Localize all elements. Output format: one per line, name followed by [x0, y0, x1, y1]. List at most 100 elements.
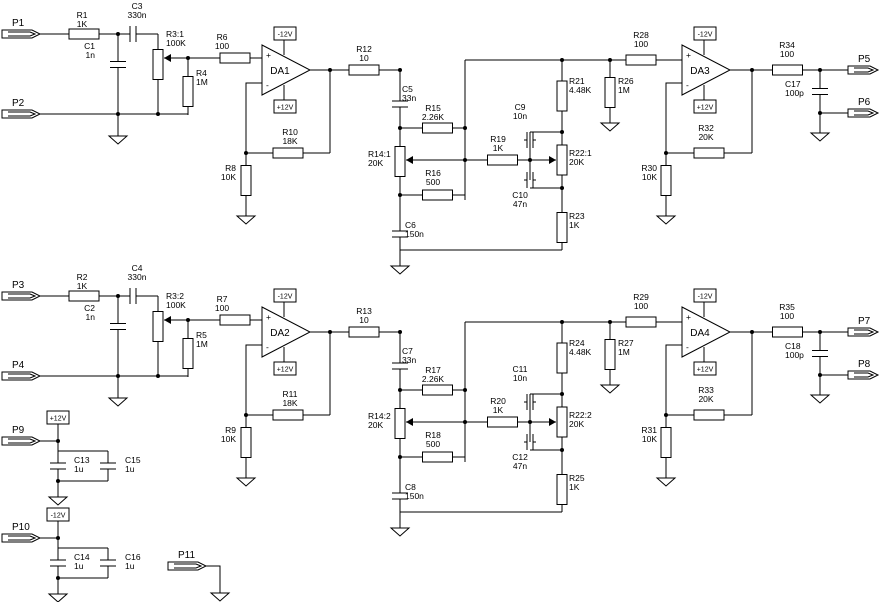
- component-label: 10K: [642, 434, 657, 444]
- component-label: 20K: [569, 419, 584, 429]
- resistor-body: [660, 165, 672, 196]
- ground-triangle: [809, 394, 831, 404]
- wire: [665, 344, 682, 415]
- component-label: 20K: [569, 157, 584, 167]
- supply-box: +12V: [693, 99, 717, 114]
- ground-triangle: [389, 265, 411, 275]
- pot-body: [394, 408, 406, 439]
- component-label: 10: [359, 53, 369, 63]
- component-label: 20K: [698, 132, 713, 142]
- component-label: 47n: [513, 199, 527, 209]
- component-label: 2.26K: [422, 374, 445, 384]
- port-arrow-inner: [8, 373, 37, 379]
- component-label: C13: [74, 455, 90, 465]
- junction-dot: [156, 112, 160, 116]
- opamp-triangle: [261, 44, 312, 96]
- junction-dot: [156, 374, 160, 378]
- supply-rect: [693, 361, 717, 376]
- component-label: R24: [569, 338, 585, 348]
- capacitor-null: [524, 132, 536, 148]
- ground-symbol: [47, 586, 69, 602]
- resistor-body: [772, 64, 803, 76]
- supply-box: -12V: [273, 26, 297, 41]
- ground-symbol: [107, 128, 129, 145]
- capacitor-null: [524, 434, 536, 450]
- component-label: 20K: [368, 420, 383, 430]
- junction-dot: [560, 58, 564, 62]
- component-label: 100: [215, 41, 229, 51]
- component-label: 1K: [77, 19, 88, 29]
- pot-body: [152, 311, 164, 342]
- resistor-body: [348, 326, 380, 338]
- component-label: R3:2: [166, 291, 184, 301]
- supply-rect: [46, 507, 70, 522]
- ground-symbol: [209, 585, 231, 602]
- port-p1: P1: [1, 18, 42, 39]
- port-p5: P5: [847, 54, 880, 75]
- opamp-plus-sign: +: [686, 312, 691, 322]
- component-label: R29: [633, 292, 649, 302]
- component-label: R20: [490, 396, 506, 406]
- opamp-da1: +-DA1: [261, 40, 312, 100]
- wire: [245, 344, 262, 415]
- port-arrow-inner: [8, 535, 37, 541]
- component-label: R12: [356, 44, 372, 54]
- ground-triangle: [599, 384, 621, 394]
- junction-dot: [116, 374, 120, 378]
- component-label: C7: [402, 346, 413, 356]
- component-label: C6: [405, 220, 416, 230]
- supply-rect: [693, 99, 717, 114]
- component-label: 100: [634, 301, 648, 311]
- supply-box: -12V: [693, 26, 717, 41]
- opamp-label: DA4: [690, 328, 710, 339]
- component-label: C8: [405, 482, 416, 492]
- port-arrow-inner: [8, 31, 37, 37]
- component-label: 330n: [128, 272, 147, 282]
- resistor-body: [348, 64, 380, 76]
- supply-label: -12V: [698, 294, 713, 301]
- component-label: C5: [402, 84, 413, 94]
- opamp-minus-sign: -: [686, 342, 689, 352]
- opamp-minus-sign: -: [686, 80, 689, 90]
- component-label: 18K: [282, 136, 297, 146]
- component-label: C2: [84, 303, 95, 313]
- ground-symbol: [599, 377, 621, 394]
- resistor-body: [556, 212, 568, 243]
- component-label: 1n: [86, 312, 96, 322]
- opamp-label: DA3: [690, 66, 710, 77]
- port-label: P3: [12, 280, 25, 291]
- resistor-body: [422, 189, 453, 201]
- opamp-da3: +-DA3: [681, 40, 732, 100]
- supply-label: -12V: [278, 294, 293, 301]
- component-label: R2: [77, 272, 88, 282]
- resistor-body: [240, 427, 252, 458]
- ground-symbol: [389, 258, 411, 275]
- wire: [206, 565, 221, 585]
- component-label: R1: [77, 10, 88, 20]
- component-label: C15: [125, 455, 141, 465]
- resistor-body: [219, 314, 251, 326]
- component-label: 10K: [642, 172, 657, 182]
- ground-triangle: [47, 496, 69, 506]
- resistor-body: [272, 147, 304, 159]
- component-label: 100: [780, 311, 794, 321]
- supply-box: +12V: [46, 410, 70, 425]
- component-label: 18K: [282, 398, 297, 408]
